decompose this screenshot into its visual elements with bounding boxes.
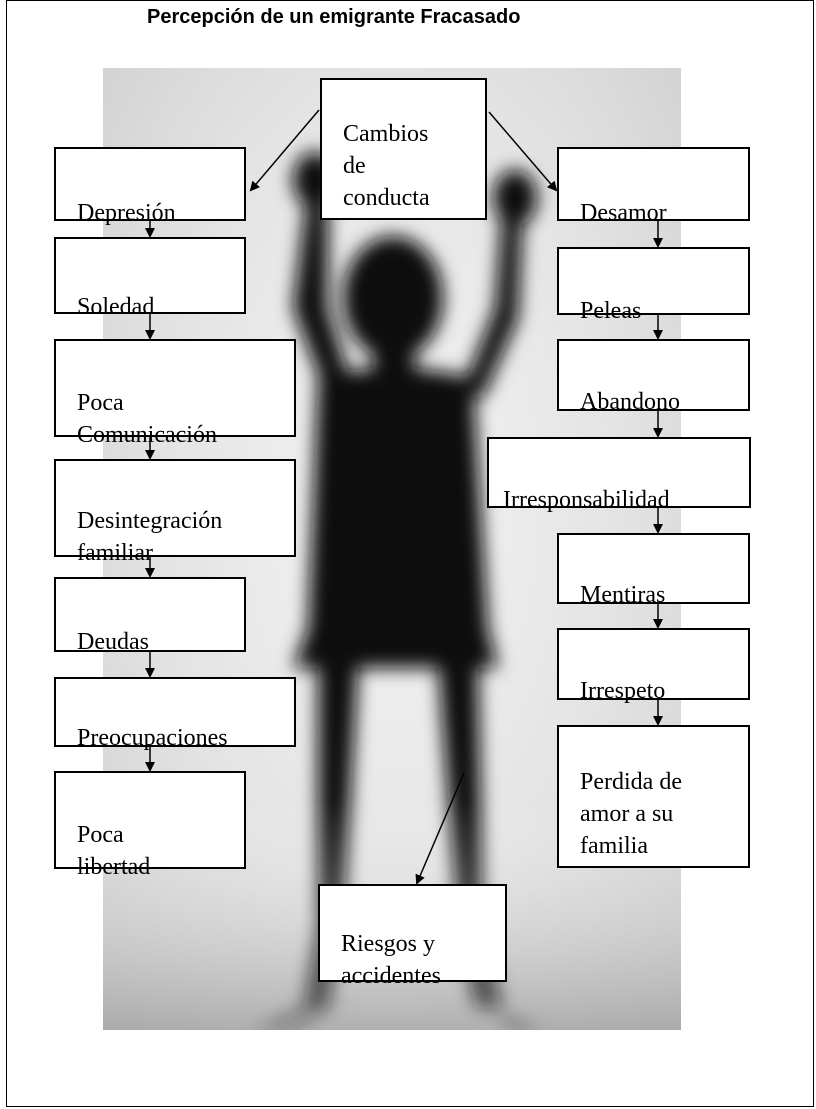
right-node-label: Desamor xyxy=(580,200,667,226)
right-node-5: Mentiras xyxy=(557,533,750,608)
right-node-6: Irrespeto xyxy=(557,628,750,704)
left-node-label: Preocupaciones xyxy=(77,725,228,751)
right-node-label: Irresponsabilidad xyxy=(503,487,670,513)
left-node-label: Poca libertad xyxy=(77,822,151,880)
left-node-6: Preocupaciones xyxy=(54,677,296,751)
right-node-3: Abandono xyxy=(557,339,750,415)
bottom-node-label: Riesgos y accidentes xyxy=(341,931,441,989)
right-node-label: Abandono xyxy=(580,389,680,415)
right-node-4: Irresponsabilidad xyxy=(487,437,751,513)
left-node-4: Desintegración familiar xyxy=(54,459,296,566)
left-node-3: Poca Comunicación xyxy=(54,339,296,448)
left-node-label: Deudas xyxy=(77,629,149,655)
right-node-label: Irrespeto xyxy=(580,678,666,704)
left-node-7: Poca libertad xyxy=(54,771,246,880)
center-node-box: Cambios de conducta xyxy=(320,78,487,220)
right-node-2: Peleas xyxy=(557,247,750,324)
left-node-label: Depresión xyxy=(77,200,176,226)
right-node-1: Desamor xyxy=(557,147,750,226)
left-node-5: Deudas xyxy=(54,577,246,655)
diagram-title: Percepción de un emigrante Fracasado xyxy=(147,6,521,28)
right-node-label: Mentiras xyxy=(580,582,666,608)
right-node-label: Peleas xyxy=(580,298,642,324)
page-frame xyxy=(6,0,814,1107)
right-node-7: Perdida de amor a su familia xyxy=(557,725,750,868)
right-node-label: Perdida de amor a su familia xyxy=(580,769,682,859)
left-node-1: Depresión xyxy=(54,147,246,226)
left-node-label: Soledad xyxy=(77,294,155,320)
left-node-2: Soledad xyxy=(54,237,246,320)
center-node-label: Cambios de conducta xyxy=(343,121,430,211)
left-node-label: Poca Comunicación xyxy=(77,390,217,448)
left-node-label: Desintegración familiar xyxy=(77,508,223,566)
bottom-node-box: Riesgos y accidentes xyxy=(318,884,507,989)
silhouette-photo xyxy=(103,68,681,1030)
